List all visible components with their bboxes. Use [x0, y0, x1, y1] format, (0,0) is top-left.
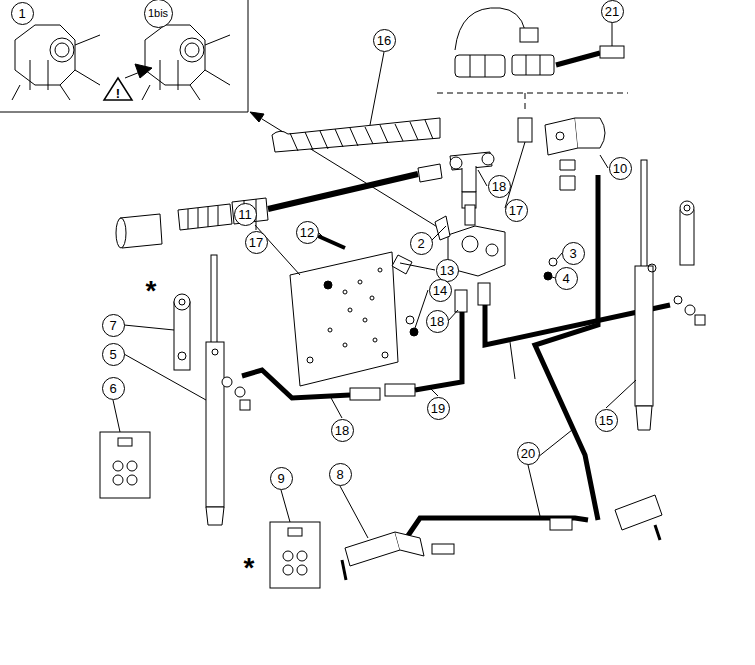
warning-triangle — [104, 78, 132, 100]
callout-circle: 21 — [601, 0, 624, 23]
hose — [242, 370, 350, 398]
hydraulic-cylinder — [206, 255, 250, 525]
callout-circle: 8 — [329, 463, 352, 486]
callout-number: 8 — [336, 468, 343, 481]
callout-circle: 10 — [609, 157, 632, 180]
fitting-sketch — [125, 25, 230, 100]
note-mark: * — [244, 554, 255, 582]
hydraulic-coupler — [178, 198, 268, 230]
callout-circle: 20 — [517, 442, 540, 465]
callout-number: 7 — [109, 319, 116, 332]
callout-circle: 4 — [555, 267, 578, 290]
callout-number: 3 — [569, 247, 576, 260]
callout-circle: 18 — [426, 310, 449, 333]
callout-number: 14 — [433, 284, 447, 297]
seal-kit-packet — [270, 522, 320, 588]
callout-circle: 19 — [427, 397, 450, 420]
callout-circle: 11 — [234, 203, 257, 226]
callout-circle: 12 — [296, 221, 319, 244]
note-mark: * — [146, 277, 157, 305]
callout-number: 21 — [605, 5, 619, 18]
small-cylinder — [550, 495, 662, 540]
callout-number: 12 — [300, 226, 314, 239]
spiral-guard — [272, 118, 440, 152]
callout-number: 13 — [440, 264, 454, 277]
callout-circle: 18 — [331, 419, 354, 442]
callout-circle: 16 — [373, 29, 396, 52]
callout-number: 18 — [430, 315, 444, 328]
callout-number: 19 — [431, 402, 445, 415]
quick-coupling — [455, 8, 624, 77]
callout-circle: 6 — [102, 377, 125, 400]
callout-circle: 1 — [11, 2, 34, 25]
callout-number: 16 — [377, 34, 391, 47]
hydraulic-cylinder — [174, 294, 190, 370]
dust-cap — [116, 214, 162, 248]
callout-circle: 15 — [595, 409, 618, 432]
callout-circle: 7 — [102, 314, 125, 337]
inset-frame — [0, 0, 248, 112]
callout-circle: 1bis — [144, 0, 173, 28]
callout-circle: 17 — [245, 231, 268, 254]
callout-number: 15 — [599, 414, 613, 427]
callout-circle: 3 — [562, 242, 585, 265]
hydraulic-cylinder — [680, 201, 694, 265]
callout-number: 4 — [562, 272, 569, 285]
callout-circle: 18 — [488, 175, 511, 198]
callout-number: 9 — [277, 472, 284, 485]
leader-line — [113, 22, 636, 538]
small-cylinder — [342, 532, 454, 580]
callout-number: 1bis — [148, 8, 168, 19]
callout-number: 1 — [18, 7, 25, 20]
callout-number: 10 — [613, 162, 627, 175]
fitting-sketch — [12, 25, 100, 100]
callout-number: 18 — [492, 180, 506, 193]
hose — [535, 175, 598, 520]
warning-mark: ! — [116, 87, 120, 100]
callout-circle: 9 — [270, 467, 293, 490]
valve-block — [435, 205, 505, 276]
callout-circle: 17 — [505, 199, 528, 222]
callout-number: 20 — [521, 447, 535, 460]
callout-number: 17 — [509, 204, 523, 217]
callout-number: 18 — [335, 424, 349, 437]
callout-number: 6 — [109, 382, 116, 395]
mounting-plate — [290, 252, 398, 386]
callout-number: 2 — [417, 237, 424, 250]
hose — [405, 518, 588, 540]
callout-circle: 2 — [410, 232, 433, 255]
tee-fitting — [450, 152, 494, 208]
callout-circle: 14 — [429, 279, 452, 302]
hose — [415, 312, 462, 390]
callout-circle: 5 — [102, 343, 125, 366]
hydraulic-cylinder — [635, 160, 705, 430]
callout-number: 11 — [238, 208, 252, 221]
hose — [268, 174, 418, 209]
seal-kit-packet — [100, 432, 150, 498]
callout-number: 17 — [249, 236, 263, 249]
callout-number: 5 — [109, 348, 116, 361]
